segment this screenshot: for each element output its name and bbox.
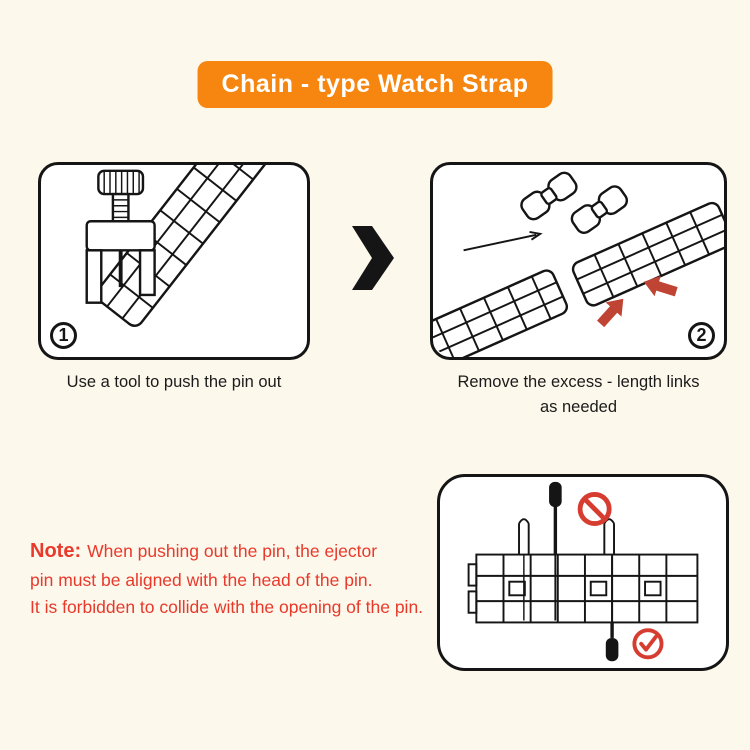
top-ejector-pin (549, 481, 562, 621)
red-arrow-icons (597, 275, 678, 328)
pin-alignment-panel (437, 474, 729, 671)
note-label: Note: (30, 540, 82, 562)
page-title: Chain - type Watch Strap (197, 61, 553, 108)
bottom-pin (605, 556, 619, 662)
step2-caption: Remove the excess - length links as need… (457, 373, 700, 416)
step-2-badge: 2 (688, 322, 715, 349)
check-icon (632, 628, 664, 660)
step1-caption: Use a tool to push the pin out (66, 373, 282, 391)
pin-needle (463, 230, 543, 252)
step-1-badge: 1 (50, 322, 77, 349)
chevron-right-icon (352, 226, 394, 290)
spring-fork-pins (518, 518, 615, 621)
step1-panel: 1 (38, 162, 310, 360)
step2-panel: 2 (430, 162, 727, 360)
pin-alignment-illustration (467, 481, 699, 662)
link-remover-tool-illustration (85, 165, 280, 327)
separated-links-illustration (433, 171, 724, 357)
note-text: Note:When pushing out the pin, the eject… (30, 540, 424, 618)
prohibition-icon (577, 492, 612, 526)
